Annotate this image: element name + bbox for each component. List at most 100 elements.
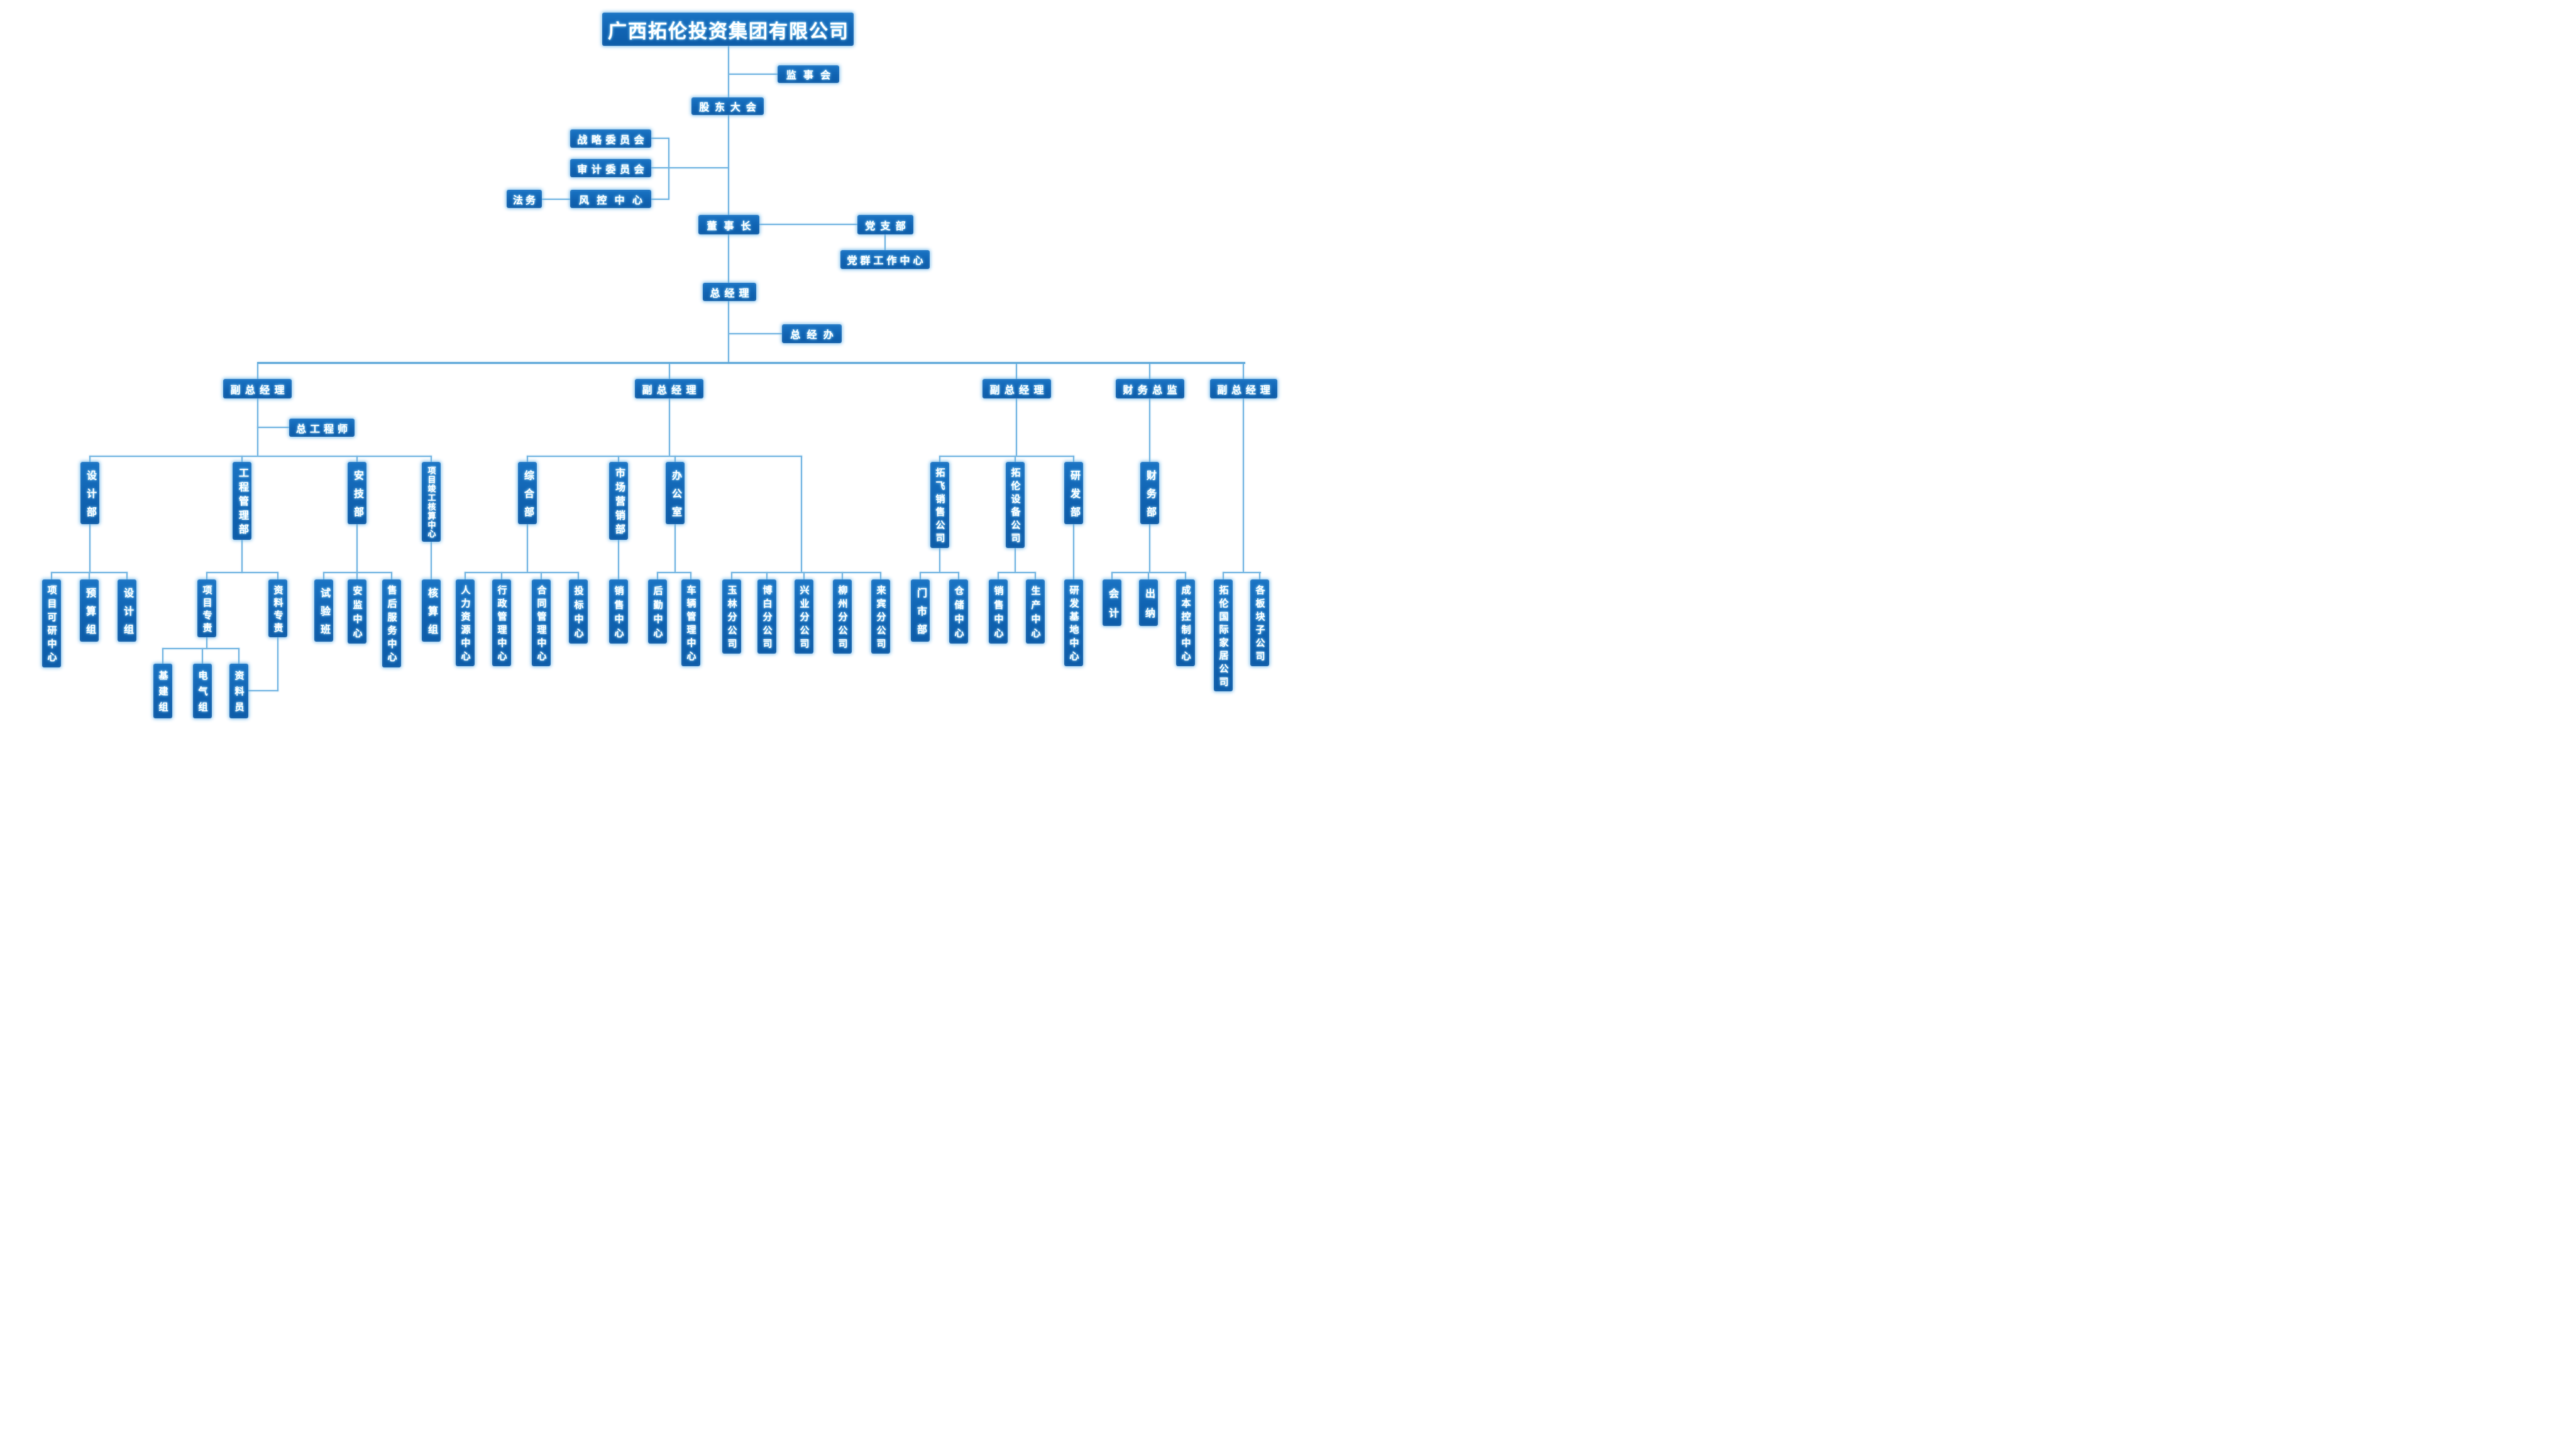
org-node-label: 财务总监 (1123, 385, 1182, 396)
org-node-label: 党群工作中心 (847, 256, 927, 266)
org-node-label: 安监中心 (351, 585, 363, 642)
connector-line (939, 456, 940, 462)
org-node-deputy-gm-2: 副总经理 (635, 379, 703, 398)
connector-line (1149, 398, 1150, 462)
org-node-bidding-center: 投标中心 (569, 579, 588, 644)
connector-line (728, 46, 729, 97)
org-node-admin-mgmt-center: 行政管理中心 (492, 579, 511, 666)
connector-line (431, 456, 432, 462)
connector-line (89, 456, 432, 457)
org-node-subsidiary-companies: 各板块子公司 (1250, 579, 1269, 666)
org-node-chairman: 董事长 (698, 215, 759, 234)
org-node-label: 审计委员会 (577, 164, 649, 175)
connector-line (759, 224, 857, 225)
connector-line (51, 572, 52, 579)
connector-line (728, 301, 729, 363)
connector-line (842, 572, 843, 579)
org-node-hr-center: 人力资源中心 (456, 579, 475, 666)
org-node-production-center: 生产中心 (1026, 579, 1045, 644)
org-node-label: 党支部 (865, 221, 911, 232)
connector-line (803, 572, 805, 579)
org-node-label: 监事会 (786, 70, 838, 81)
org-node-label: 项目竣工核算中心 (426, 466, 436, 539)
org-node-label: 财务部 (1145, 469, 1155, 525)
org-node-label: 总经办 (790, 330, 840, 341)
org-node-data-clerk: 资料员 (229, 664, 248, 718)
org-node-after-sales-service-center: 售后服务中心 (382, 579, 401, 667)
connector-line (1015, 548, 1016, 572)
org-node-retail-dept: 门市部 (911, 579, 930, 642)
org-node-label: 玉林分公司 (726, 585, 737, 652)
connector-line (89, 524, 91, 573)
connector-line (657, 572, 658, 579)
org-node-shareholders-meeting: 股东大会 (691, 97, 764, 115)
org-node-label: 人力资源中心 (460, 585, 471, 664)
org-node-label: 战略委员会 (577, 134, 649, 146)
connector-line (527, 456, 802, 457)
org-node-tuolun-intl-home-company: 拓伦国际家居公司 (1214, 579, 1233, 691)
org-node-legal-affairs: 法务 (507, 190, 542, 208)
org-node-rd-dept: 研发部 (1064, 462, 1083, 525)
connector-line (668, 138, 669, 200)
org-node-finance-dept: 财务部 (1140, 462, 1159, 525)
org-node-party-mass-work-center: 党群工作中心 (840, 250, 930, 269)
connector-line (674, 456, 676, 462)
org-node-general-manager: 总经理 (703, 283, 756, 301)
connector-line (277, 637, 278, 691)
connector-line (238, 648, 239, 664)
org-node-deputy-gm-1: 副总经理 (223, 379, 292, 398)
connector-line (729, 74, 778, 75)
org-node-design-group: 设计组 (118, 579, 136, 642)
org-node-label: 工程管理部 (237, 468, 248, 539)
org-node-label: 研发部 (1069, 469, 1079, 525)
org-node-label: 项目专责 (201, 584, 212, 635)
org-node-project-feasibility-center: 项目可研中心 (42, 579, 61, 667)
connector-line (669, 398, 670, 456)
connector-line (618, 456, 619, 462)
connector-line (162, 648, 239, 649)
org-node-label: 资料专责 (272, 584, 283, 635)
connector-line (618, 540, 619, 579)
connector-line (669, 364, 670, 379)
org-node-label: 董事长 (707, 221, 758, 232)
connector-line (356, 524, 358, 573)
connector-line (89, 456, 91, 462)
connector-line (241, 456, 243, 462)
org-node-label: 投标中心 (573, 585, 584, 642)
org-node-company-title: 广西拓伦投资集团有限公司 (602, 13, 854, 46)
connector-line (206, 637, 207, 649)
org-node-tuofei-sales-company: 拓飞销售公司 (930, 462, 949, 548)
connector-line (527, 456, 528, 462)
org-node-engineering-mgmt-dept: 工程管理部 (233, 462, 251, 540)
connector-line (202, 648, 203, 664)
connector-line (257, 364, 258, 379)
org-node-label: 总工程师 (295, 424, 351, 435)
org-node-label: 办公室 (670, 469, 681, 525)
org-node-electrical-group: 电气组 (193, 664, 212, 718)
org-node-label: 出纳 (1143, 588, 1154, 627)
connector-line (1016, 398, 1017, 456)
org-node-rd-base-center: 研发基地中心 (1064, 579, 1083, 666)
connector-line (998, 572, 999, 579)
connector-line (1185, 572, 1186, 579)
org-node-label: 基建组 (157, 671, 168, 718)
org-node-budget-group: 预算组 (80, 579, 99, 642)
connector-line (729, 333, 782, 334)
org-node-accountant: 会计 (1103, 579, 1121, 627)
org-node-label: 生产中心 (1030, 585, 1041, 642)
connector-line (465, 572, 466, 579)
connector-line (731, 572, 732, 579)
connector-line (431, 542, 432, 579)
org-node-label: 合同管理中心 (536, 585, 547, 664)
org-node-label: 市场营销部 (614, 468, 624, 539)
org-node-label: 销售中心 (613, 585, 624, 642)
connector-line (257, 427, 289, 428)
connector-line (1243, 398, 1244, 572)
org-node-warehouse-center: 仓储中心 (949, 579, 968, 644)
org-node-project-completion-accounting-center: 项目竣工核算中心 (422, 462, 441, 542)
connector-line (958, 572, 959, 579)
org-node-label: 门市部 (915, 587, 926, 642)
org-node-safety-supervision-center: 安监中心 (348, 579, 366, 644)
connector-line (162, 648, 163, 664)
org-node-logistics-center: 后勤中心 (648, 579, 667, 644)
